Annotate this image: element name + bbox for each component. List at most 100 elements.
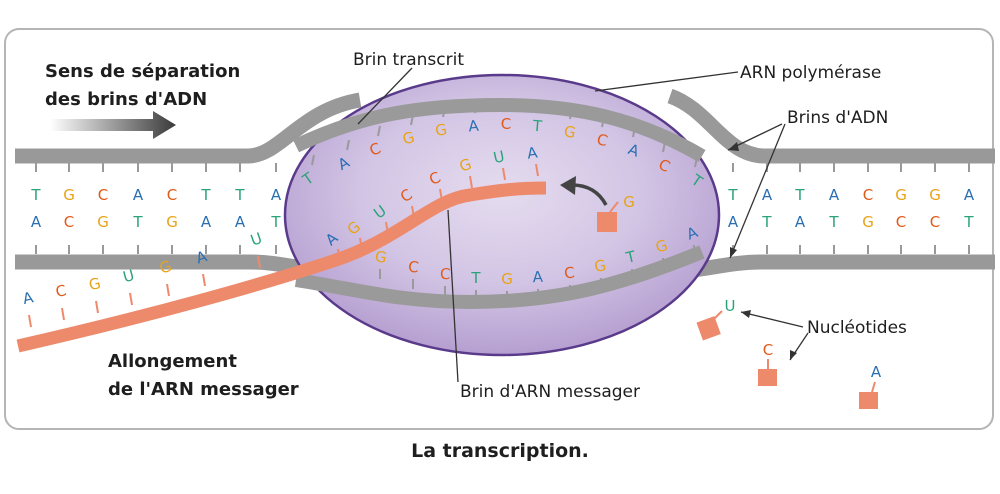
mrna-tick: [61, 307, 65, 321]
mrna-base: U: [121, 266, 136, 286]
mrna-base: A: [526, 143, 539, 162]
dna-base: A: [964, 186, 975, 204]
bubble-base: G: [374, 247, 389, 267]
mrna-tick: [166, 283, 170, 297]
dna-strand-top-left: [15, 92, 362, 164]
free-nucleotide-u-base: U: [725, 297, 736, 315]
dna-base: T: [30, 186, 41, 204]
bubble-tick: [537, 102, 541, 114]
bubble-tick: [346, 139, 350, 151]
dna-base: C: [167, 186, 177, 204]
mrna-tick: [469, 175, 473, 189]
dna-base: G: [166, 213, 178, 231]
dna-base: A: [829, 186, 840, 204]
mrna-tick: [129, 292, 133, 306]
rna-polymerase-label: ARN polymérase: [740, 63, 881, 83]
dna-base: A: [235, 213, 246, 231]
transcribed-strand-label: Brin transcrit: [353, 50, 464, 70]
dna-base: C: [64, 213, 74, 231]
free-nucleotide-c-base: C: [763, 341, 773, 359]
bubble-base: T: [531, 117, 544, 136]
mrna-ticks: [28, 163, 539, 328]
direction-arrow: [50, 111, 176, 139]
dna-base: T: [270, 213, 281, 231]
bubble-base: C: [407, 258, 419, 277]
bubble-base: A: [532, 268, 544, 287]
dna-base: G: [929, 186, 941, 204]
dna-base: A: [133, 186, 144, 204]
mrna-base: G: [457, 155, 474, 176]
dna-base: T: [794, 186, 805, 204]
figure-caption: La transcription.: [411, 440, 589, 462]
bubble-tick: [662, 141, 666, 153]
mrna-tick: [385, 221, 389, 235]
bubble-tick: [377, 125, 381, 137]
dna-base: G: [895, 186, 907, 204]
bubble-base: G: [501, 270, 513, 288]
free-nucleotide-c: C: [758, 341, 777, 386]
mrna-tick: [95, 300, 99, 314]
dna-strand-top-right: [667, 88, 995, 164]
bubble-tick: [474, 102, 478, 114]
bubble-tick: [694, 156, 698, 168]
dna-base: T: [234, 186, 245, 204]
mrna-tick: [359, 237, 363, 251]
incoming-nucleotide: G: [597, 193, 635, 232]
dna-base: A: [201, 213, 212, 231]
dna-base: A: [728, 213, 739, 231]
elongation-label-line1: Allongement: [108, 351, 237, 372]
free-nucleotide-u: U: [696, 297, 736, 341]
bubble-base: G: [434, 120, 449, 140]
dna-base: A: [271, 186, 282, 204]
leader-mrna: [447, 209, 459, 383]
dna-base: C: [98, 186, 108, 204]
leader-arrowheads: [728, 142, 797, 360]
bubble-base: C: [501, 115, 511, 133]
mrna-strand-label: Brin d'ARN messager: [460, 382, 640, 402]
dna-base: G: [97, 213, 109, 231]
free-nucleotide-a-base: A: [871, 363, 882, 381]
leader-transcribed-strand: [357, 67, 413, 125]
elongation-label-line2: de l'ARN messager: [108, 379, 299, 400]
dna-base: T: [828, 213, 839, 231]
leader-dna-strands-bottom: [729, 123, 786, 259]
dna-base: T: [727, 186, 738, 204]
bubble-tick: [506, 100, 510, 112]
leader-rna-polymerase: [594, 71, 739, 92]
bubble-base: A: [468, 117, 481, 136]
dna-strands-label: Brins d'ADN: [787, 108, 888, 128]
mrna-tick: [411, 205, 415, 219]
bubble-tick: [569, 108, 573, 120]
bubble-base: C: [595, 130, 610, 150]
bubble-tick: [632, 126, 636, 138]
dna-base: C: [863, 186, 873, 204]
dna-base: T: [963, 213, 974, 231]
mrna-tick: [202, 273, 206, 287]
dna-base: G: [63, 186, 75, 204]
bubble-tick: [601, 116, 605, 128]
dna-base: T: [132, 213, 143, 231]
bubble-base: G: [653, 236, 669, 257]
dna-base: T: [761, 213, 772, 231]
bubble-tick: [410, 114, 414, 126]
mrna-strand: [16, 181, 547, 353]
bubble-base: C: [563, 264, 575, 283]
dna-base: G: [862, 213, 874, 231]
nucleotides-label: Nucléotides: [807, 318, 907, 338]
bubble-base: G: [401, 128, 417, 149]
bubble-ticks: [311, 100, 698, 301]
bubble-base: C: [440, 265, 451, 284]
transcribed-strand: [294, 245, 705, 310]
bubble-base: T: [470, 269, 481, 287]
mrna-base: G: [158, 257, 174, 278]
mrna-base: U: [492, 147, 506, 167]
leader-lines: [357, 67, 809, 383]
dna-ticks-outside: [35, 163, 970, 254]
mrna-tick: [535, 163, 539, 177]
bubble-base: G: [563, 122, 578, 142]
bubble-base: G: [593, 256, 607, 276]
mrna-base: C: [54, 281, 68, 301]
dna-base: A: [762, 186, 773, 204]
